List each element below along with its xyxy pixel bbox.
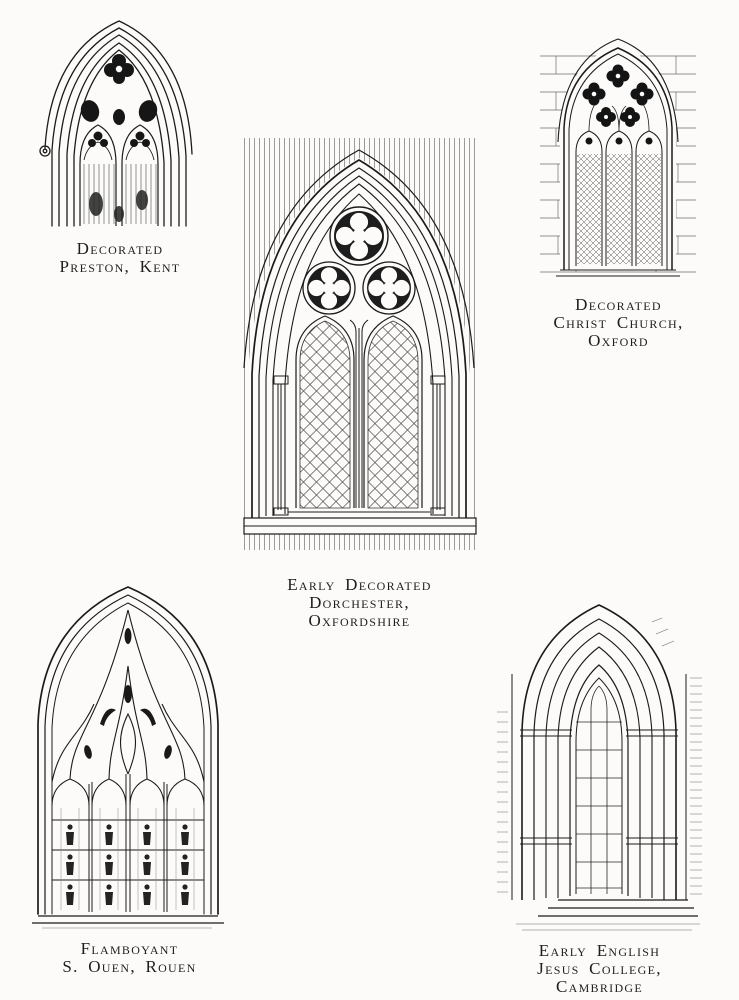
caption-line: Early Decorated [287,575,432,594]
caption-line: Christ Church, [553,313,684,332]
caption-line: Oxfordshire [308,611,411,630]
jesus-college-window-engraving [497,604,702,931]
preston-kent-window-engraving [39,20,193,227]
caption-line: S. Ouen, Rouen [62,957,197,976]
caption-line: Decorated [76,239,164,258]
figure-s-ouen: Flamboyant S. Ouen, Rouen [22,574,237,976]
figure-preston-kent: Decorated Preston, Kent [30,14,210,276]
caption-line: Preston, Kent [59,257,181,276]
caption-preston-kent: Decorated Preston, Kent [60,240,181,276]
caption-christ-church: Decorated Christ Church, Oxford [553,296,683,350]
s-ouen-window-engraving [32,586,224,929]
caption-dorchester: Early Decorated Dorchester, Oxfordshire [287,576,432,630]
caption-jesus-college: Early English Jesus College, Cambridge [537,942,662,996]
caption-s-ouen: Flamboyant S. Ouen, Rouen [62,940,196,976]
figure-dorchester: Early Decorated Dorchester, Oxfordshire [232,118,487,630]
christ-church-window-engraving [540,38,696,277]
caption-line: Jesus College, [537,959,662,978]
figure-jesus-college: Early English Jesus College, Cambridge [492,582,707,996]
figure-christ-church: Decorated Christ Church, Oxford [536,30,701,350]
caption-line: Decorated [575,295,662,314]
caption-line: Oxford [588,331,649,350]
caption-line: Flamboyant [80,939,179,958]
caption-line: Cambridge [555,977,644,996]
caption-line: Early English [538,941,661,960]
caption-line: Dorchester, [309,593,410,612]
dorchester-window-engraving [240,138,479,550]
